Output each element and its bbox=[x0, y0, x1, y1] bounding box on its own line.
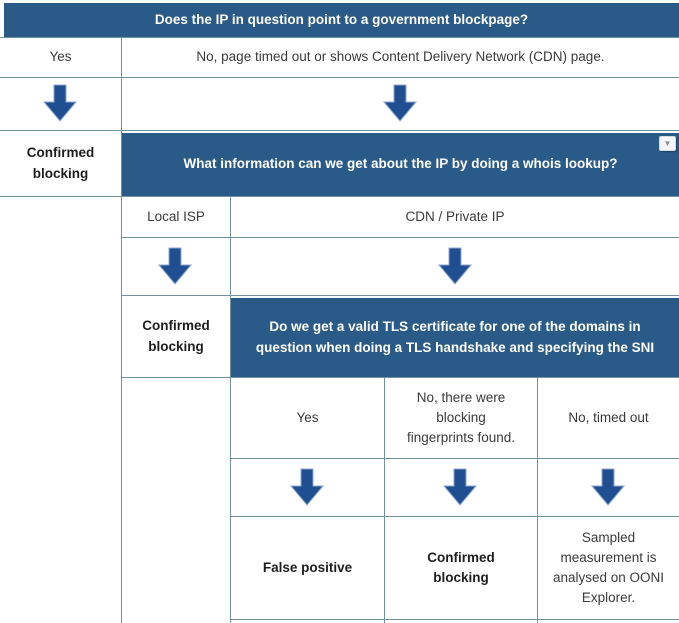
table-border-horizontal bbox=[121, 237, 679, 238]
outcome-confirmed-blocking-3: Confirmed blocking bbox=[427, 549, 495, 585]
table-border-horizontal bbox=[121, 377, 679, 378]
table-border-horizontal bbox=[230, 458, 679, 459]
table-border-horizontal bbox=[230, 516, 679, 517]
question-tls-certificate: Do we get a valid TLS certificate for on… bbox=[231, 298, 679, 377]
table-border-vertical bbox=[384, 377, 385, 623]
down-arrow-icon bbox=[382, 84, 418, 122]
down-arrow-icon bbox=[289, 468, 325, 506]
chevron-down-icon: ▼ bbox=[663, 138, 672, 148]
down-arrow-icon bbox=[42, 84, 78, 122]
outcome-confirmed-blocking-1: Confirmed blocking bbox=[26, 145, 95, 181]
table-border-horizontal bbox=[0, 77, 679, 78]
answer-q3-timeout-cell: No, timed out bbox=[568, 409, 649, 425]
answer-q2-local-isp-cell: Local ISP bbox=[147, 208, 205, 224]
dropdown-button[interactable]: ▼ bbox=[659, 136, 676, 151]
table-border-vertical bbox=[121, 37, 122, 623]
table-border-horizontal bbox=[0, 196, 679, 197]
answer-q1-yes-cell: Yes bbox=[49, 49, 72, 65]
table-border-vertical bbox=[537, 377, 538, 623]
outcome-sampled-measurement: Sampled measurement is analysed on OONI … bbox=[552, 529, 665, 606]
down-arrow-icon bbox=[590, 468, 626, 506]
question-whois-label: What information can we get about the IP… bbox=[183, 156, 618, 172]
outcome-false-positive: False positive bbox=[262, 559, 353, 575]
table-border-horizontal bbox=[0, 130, 679, 131]
table-border-horizontal bbox=[0, 37, 679, 38]
outcome-confirmed-blocking-2: Confirmed blocking bbox=[142, 318, 210, 354]
table-border-horizontal bbox=[230, 619, 679, 620]
question-government-blockpage: Does the IP in question point to a gover… bbox=[4, 3, 679, 37]
answer-q3-fingerprints-cell: No, there were blocking fingerprints fou… bbox=[406, 389, 516, 446]
down-arrow-icon bbox=[157, 247, 193, 285]
answer-q1-no-cell: No, page timed out or shows Content Deli… bbox=[196, 49, 605, 65]
down-arrow-icon bbox=[442, 468, 478, 506]
answer-q3-yes-cell: Yes bbox=[296, 409, 319, 425]
table-border-vertical bbox=[230, 196, 231, 623]
question-whois-lookup: What information can we get about the IP… bbox=[122, 133, 679, 196]
down-arrow-icon bbox=[437, 247, 473, 285]
answer-q2-cdn-cell: CDN / Private IP bbox=[405, 208, 505, 224]
table-border-horizontal bbox=[121, 295, 679, 296]
